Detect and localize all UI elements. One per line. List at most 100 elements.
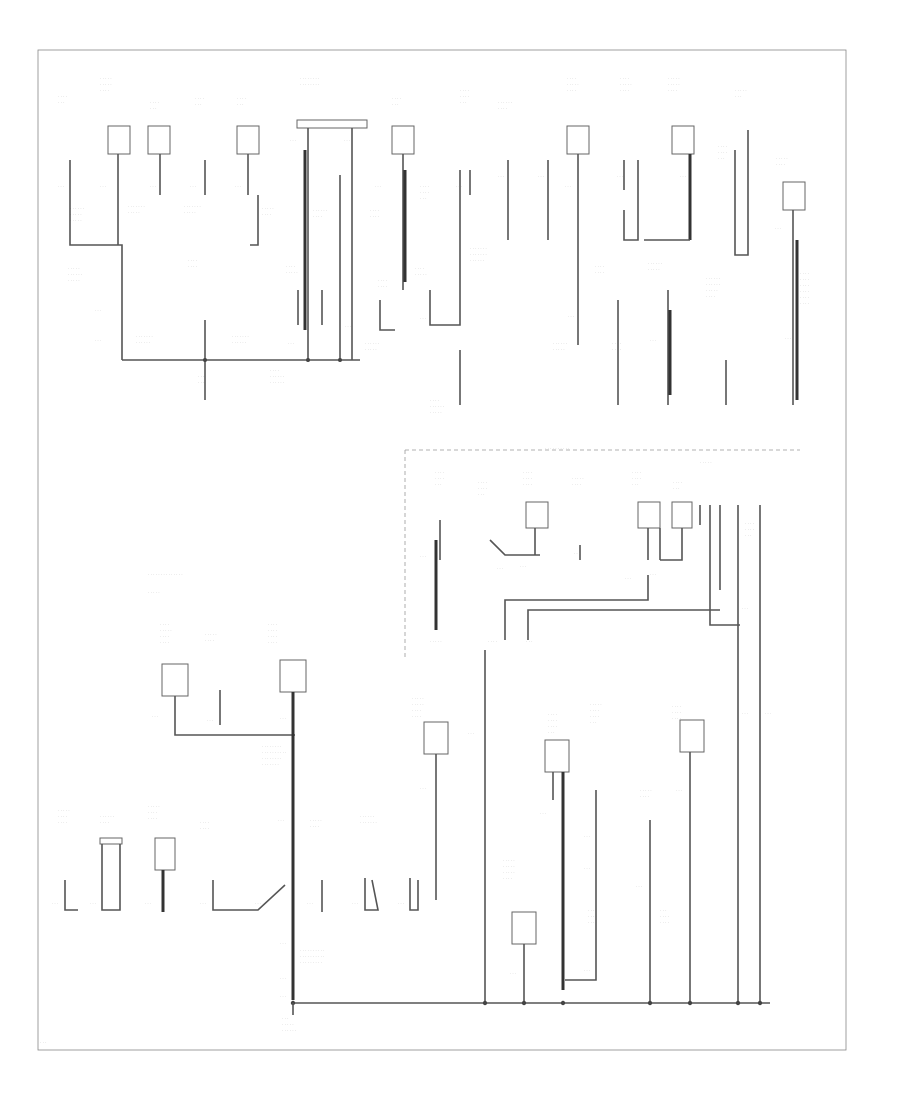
svg-text:· · · ·: · · · · — [392, 96, 401, 101]
svg-text:· · · · · ·: · · · · · · — [100, 814, 114, 819]
svg-text:· · ·: · · · — [145, 902, 151, 906]
svg-text:· · · ·: · · · · — [590, 708, 599, 713]
svg-text:· · · ·: · · · · — [268, 622, 277, 627]
svg-text:· · ·: · · · — [280, 942, 286, 946]
svg-text:· · · ·: · · · · — [378, 284, 387, 289]
svg-text:· · ·: · · · — [584, 969, 590, 973]
svg-text:· · · ·: · · · · — [640, 794, 649, 799]
svg-text:· · · · ·: · · · · · — [184, 210, 196, 215]
svg-text:· · · ·: · · · · — [523, 476, 532, 481]
lower-ground-section: · · · · · · · · · · · · · · · · · · · · … — [40, 572, 770, 1045]
dashed-assembly-section: · · · · · · · · · · · · · · · · · · ·· ·… — [404, 446, 800, 1005]
svg-text:· · ·: · · · — [282, 1016, 289, 1021]
svg-text:· · ·: · · · — [735, 94, 742, 99]
svg-text:· · · · · ·: · · · · · · — [706, 276, 720, 281]
svg-text:· · · · ·: · · · · · — [700, 460, 712, 465]
svg-text:· · · ·: · · · · — [205, 638, 214, 643]
svg-text:· · ·: · · · — [207, 719, 213, 723]
svg-text:· · ·: · · · — [538, 175, 544, 179]
svg-text:· · · · ·: · · · · · — [640, 788, 652, 793]
svg-text:· · ·: · · · — [52, 902, 58, 906]
svg-text:· · · · ·: · · · · · — [148, 590, 160, 595]
svg-text:· · · · · · · · · ·: · · · · · · · · · · — [300, 954, 324, 959]
svg-text:· · · ·: · · · · — [420, 184, 429, 189]
svg-text:· · ·: · · · — [718, 156, 725, 161]
svg-text:· · · · ·: · · · · · — [128, 210, 140, 215]
svg-text:· · · ·: · · · · — [270, 368, 279, 373]
svg-text:· · · ·: · · · · — [478, 486, 487, 491]
top-ground-section: · · · ·· · · · · · · ·· · · · ·· · · · ·… — [58, 76, 809, 415]
svg-text:· · ·: · · · — [676, 789, 682, 793]
svg-text:· · ·: · · · — [765, 712, 771, 716]
svg-text:· · · · · ·: · · · · · · — [553, 341, 567, 346]
svg-text:· · ·: · · · — [568, 315, 574, 319]
svg-text:· · · ·: · · · · — [286, 264, 295, 269]
svg-text:· · · · · · · · ·: · · · · · · · · · — [300, 960, 322, 965]
svg-text:· · ·: · · · — [95, 309, 101, 313]
svg-text:· · · ·: · · · · — [237, 96, 246, 101]
svg-text:· · ·: · · · — [574, 552, 580, 556]
svg-text:· · ·: · · · — [200, 902, 206, 906]
svg-text:· · · · ·: · · · · · — [706, 288, 718, 293]
svg-text:· · ·: · · · — [198, 374, 205, 379]
svg-text:· · · · ·: · · · · · — [310, 818, 322, 823]
svg-text:· · · · ·: · · · · · — [160, 628, 172, 633]
svg-text:· · · ·: · · · · — [523, 482, 532, 487]
svg-text:· · · ·: · · · · — [672, 710, 681, 715]
svg-text:· · · ·: · · · · — [800, 283, 809, 288]
svg-text:· · · · · ·: · · · · · · — [136, 340, 150, 345]
svg-text:· · · · · ·: · · · · · · — [365, 341, 379, 346]
svg-text:· · ·: · · · — [540, 812, 546, 816]
svg-text:· · · ·: · · · · — [435, 476, 444, 481]
svg-text:· · ·: · · · — [235, 185, 241, 189]
svg-text:· · · ·: · · · · — [567, 76, 576, 81]
svg-text:· · · ·: · · · · — [268, 628, 277, 633]
svg-text:· · · · · · ·: · · · · · · · — [470, 252, 487, 257]
svg-text:· · ·: · · · — [237, 102, 244, 107]
svg-text:· · · ·: · · · · — [148, 810, 157, 815]
svg-text:· · ·: · · · — [290, 139, 296, 143]
svg-text:· · · ·: · · · · — [612, 347, 621, 352]
svg-text:· · · · ·: · · · · · — [70, 212, 82, 217]
svg-text:· · · ·: · · · · — [800, 295, 809, 300]
svg-text:· · ·: · · · — [40, 1040, 47, 1045]
svg-text:· · · ·: · · · · — [498, 106, 507, 111]
svg-text:· · · · · · · · · · · · · ·: · · · · · · · · · · · · · · — [148, 572, 183, 577]
svg-text:· · · · ·: · · · · · — [68, 266, 80, 271]
svg-text:· · ·: · · · — [625, 577, 631, 581]
svg-text:· · · ·: · · · · — [632, 476, 641, 481]
svg-text:· · · ·: · · · · — [412, 708, 421, 713]
svg-text:· · · ·: · · · · — [548, 712, 557, 717]
svg-text:· · · · · ·: · · · · · · — [648, 261, 662, 266]
svg-text:· · · ·: · · · · — [262, 212, 271, 217]
diagram-frame — [37, 49, 847, 1051]
svg-text:· · ·: · · · — [345, 325, 351, 329]
svg-text:· · · ·: · · · · — [620, 76, 629, 81]
svg-text:· · · · ·: · · · · · — [776, 156, 788, 161]
svg-text:· · · ·: · · · · — [188, 264, 197, 269]
svg-text:· · · ·: · · · · — [160, 634, 169, 639]
svg-text:· · ·: · · · — [58, 100, 65, 105]
svg-text:· · ·: · · · — [278, 819, 284, 823]
svg-text:· · · ·: · · · · — [800, 289, 809, 294]
svg-text:· · · · · · ·: · · · · · · · — [128, 204, 145, 209]
svg-text:· · · ·: · · · · — [313, 214, 322, 219]
svg-text:· · · ·: · · · · — [200, 826, 209, 831]
svg-text:· · · ·: · · · · — [588, 914, 597, 919]
svg-text:· · · ·: · · · · — [567, 88, 576, 93]
svg-text:· · · ·: · · · · — [370, 208, 379, 213]
svg-text:· · · · · ·: · · · · · · — [282, 1028, 296, 1033]
svg-text:· · · ·: · · · · — [195, 96, 204, 101]
svg-text:· · ·: · · · — [548, 730, 555, 735]
svg-text:· · · · ·: · · · · · — [430, 410, 442, 415]
svg-text:· · · · · · · · · ·: · · · · · · · · · · — [300, 948, 324, 953]
svg-text:· · ·: · · · — [650, 339, 656, 343]
svg-text:· · · ·: · · · · — [370, 214, 379, 219]
svg-text:· · · · · ·: · · · · · · — [360, 814, 374, 819]
svg-text:· · · · · · · · · ·: · · · · · · · · · · — [262, 750, 286, 755]
svg-text:· · · ·: · · · · — [745, 527, 754, 532]
svg-text:· · · ·: · · · · — [800, 271, 809, 276]
svg-text:· · ·: · · · — [745, 533, 752, 538]
svg-text:· · ·: · · · — [498, 175, 504, 179]
svg-text:· · · · ·: · · · · · — [100, 82, 112, 87]
